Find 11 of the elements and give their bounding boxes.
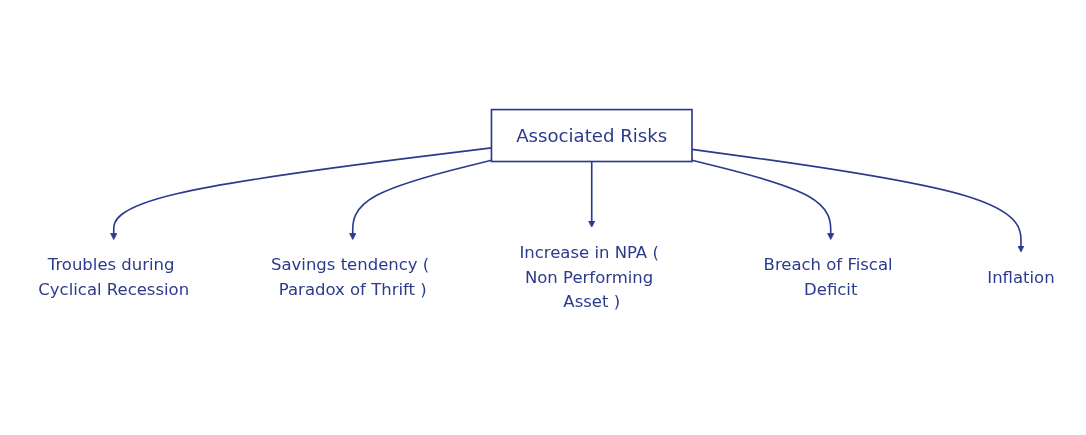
node-text: Increase in NPA ( Non Performing Asset ) [519, 241, 659, 312]
arrow [691, 158, 835, 240]
arrow [110, 146, 493, 240]
node-text: Breach of Fiscal Deficit [763, 254, 893, 299]
node-text: Savings tendency ( Paradox of Thrift ) [271, 254, 430, 299]
node-text: Inflation [987, 266, 1055, 287]
arrow [588, 160, 596, 228]
node-text: Troubles during Cyclical Recession [38, 254, 190, 299]
node-box: Associated Risks [490, 108, 693, 162]
arrow [349, 158, 493, 240]
arrow [691, 148, 1025, 252]
